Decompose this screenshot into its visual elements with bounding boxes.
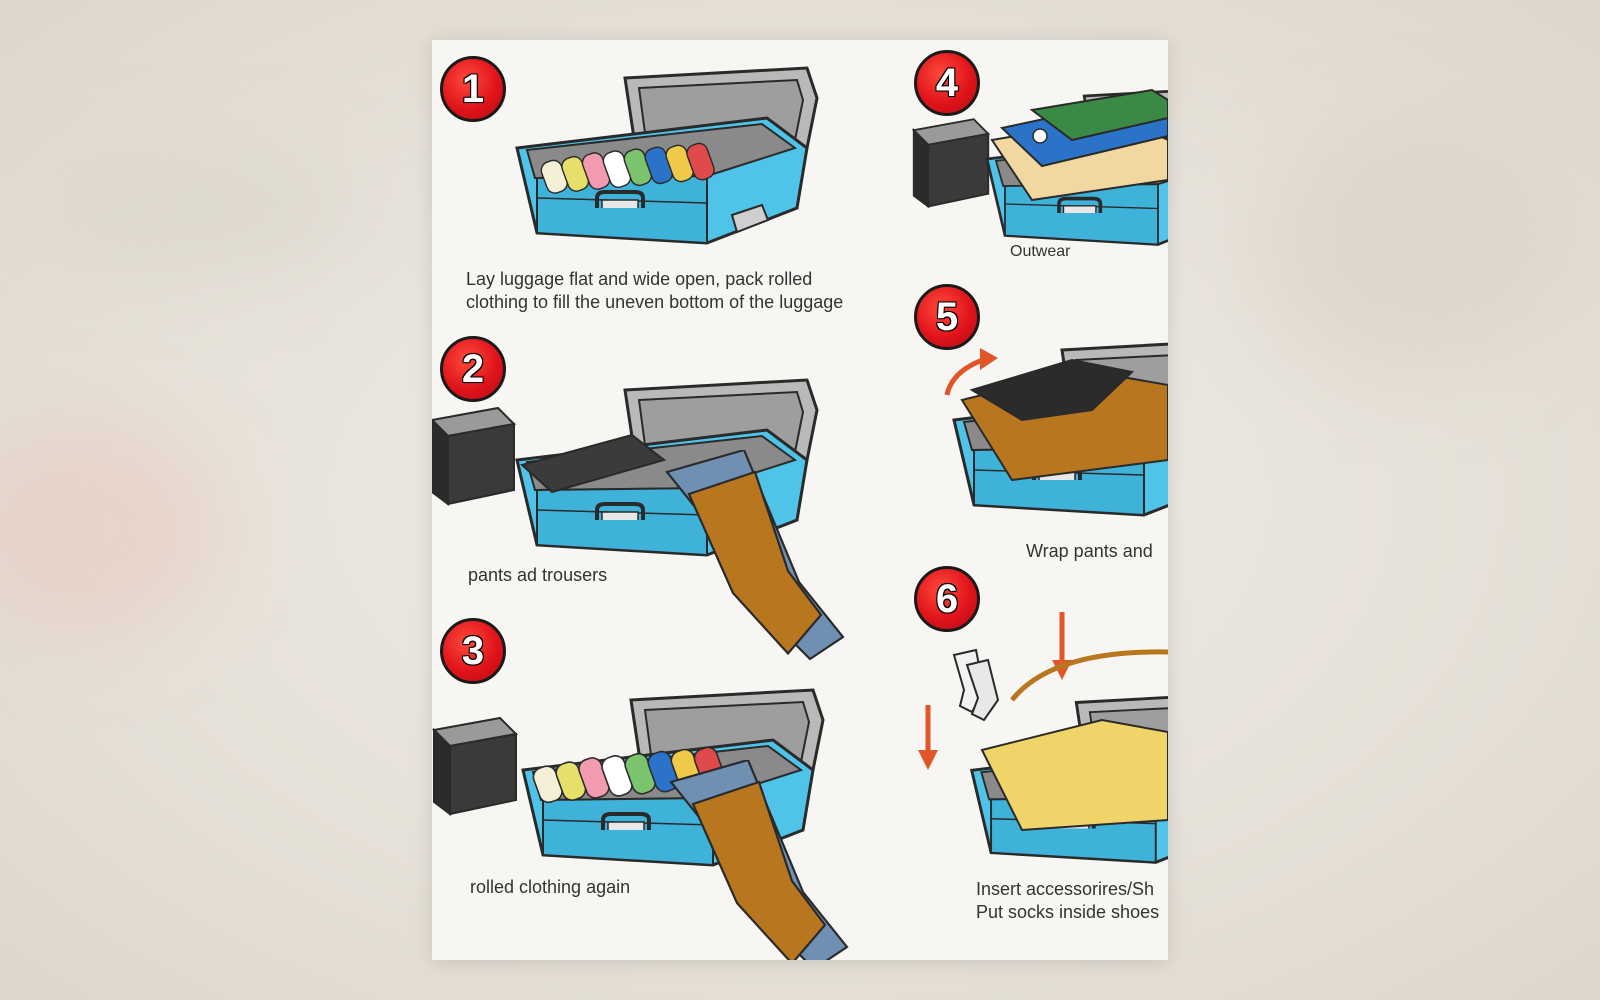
background-blur (0, 420, 220, 640)
step-2-suitcase (432, 380, 845, 661)
step-6-caption: Insert accessorires/Sh Put socks inside … (976, 878, 1159, 924)
illustration-canvas (432, 40, 1168, 960)
step-5-suitcase (944, 338, 1168, 517)
caption-line: Lay luggage flat and wide open, pack rol… (466, 269, 813, 289)
caption-line: rolled clothing again (470, 877, 631, 897)
step-1-suitcase (517, 68, 817, 243)
background-blur (40, 150, 360, 270)
background-blur (1260, 120, 1560, 380)
caption-line: clothing to fill the uneven bottom of th… (466, 292, 844, 312)
step-number-badge: 6 (914, 566, 980, 632)
step-number-badge: 4 (914, 50, 980, 116)
caption-line: Wrap pants and (1026, 541, 1153, 561)
caption-line: Put socks inside shoes (976, 902, 1160, 922)
step-1-caption: Lay luggage flat and wide open, pack rol… (466, 268, 843, 314)
step-4-caption: Outwear (1010, 240, 1070, 263)
step-number-badge: 5 (914, 284, 980, 350)
step-2-caption: pants ad trousers (468, 564, 607, 587)
caption-line: Insert accessorires/Sh (976, 879, 1155, 899)
caption-line: pants ad trousers (468, 565, 608, 585)
step-3-caption: rolled clothing again (470, 876, 630, 899)
packing-guide-card: 1 2 3 4 5 6 Lay luggage flat and wide op… (432, 40, 1168, 960)
step-3-suitcase (433, 690, 849, 960)
caption-line: Outwear (1010, 243, 1071, 260)
step-4-suitcase (912, 85, 1168, 247)
step-number-badge: 2 (440, 336, 506, 402)
step-number-badge: 1 (440, 56, 506, 122)
step-number-badge: 3 (440, 618, 506, 684)
step-5-caption: Wrap pants and (1026, 540, 1153, 563)
step-6-suitcase (918, 612, 1168, 865)
